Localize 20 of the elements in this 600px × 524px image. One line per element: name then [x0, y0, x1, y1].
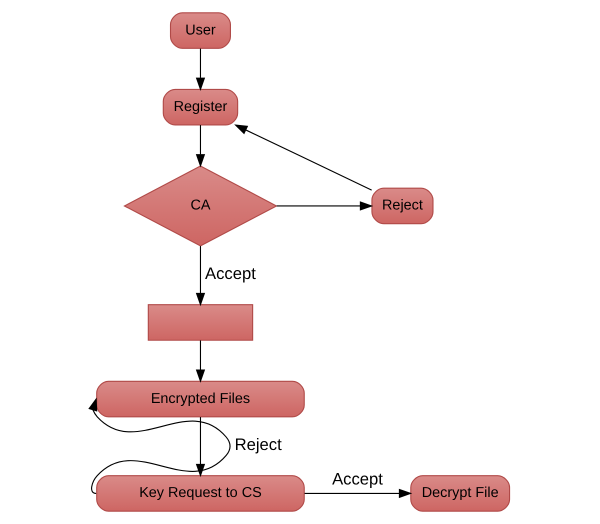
node-diamond: CA: [122, 165, 278, 247]
arrow: [195, 340, 205, 383]
edge-label: Reject: [234, 435, 282, 454]
arrow: [195, 48, 205, 91]
arrow: [195, 246, 205, 306]
node-box: Encrypted Files: [96, 380, 304, 418]
node-box: Key Request to CS: [96, 475, 304, 512]
edge-label: Accept: [332, 470, 382, 489]
node-box: Decrypt File: [410, 475, 510, 512]
arrow: [234, 124, 372, 191]
arrow: [195, 125, 205, 168]
arrow: [195, 417, 205, 478]
node-box: [147, 304, 253, 341]
node-box: Reject: [370, 188, 434, 224]
node-box: Register: [162, 88, 238, 126]
edge-label: Accept: [204, 264, 256, 284]
node-box: User: [169, 12, 230, 49]
arrow: [304, 488, 412, 498]
arrow: [276, 201, 373, 211]
arrow: [88, 397, 230, 494]
